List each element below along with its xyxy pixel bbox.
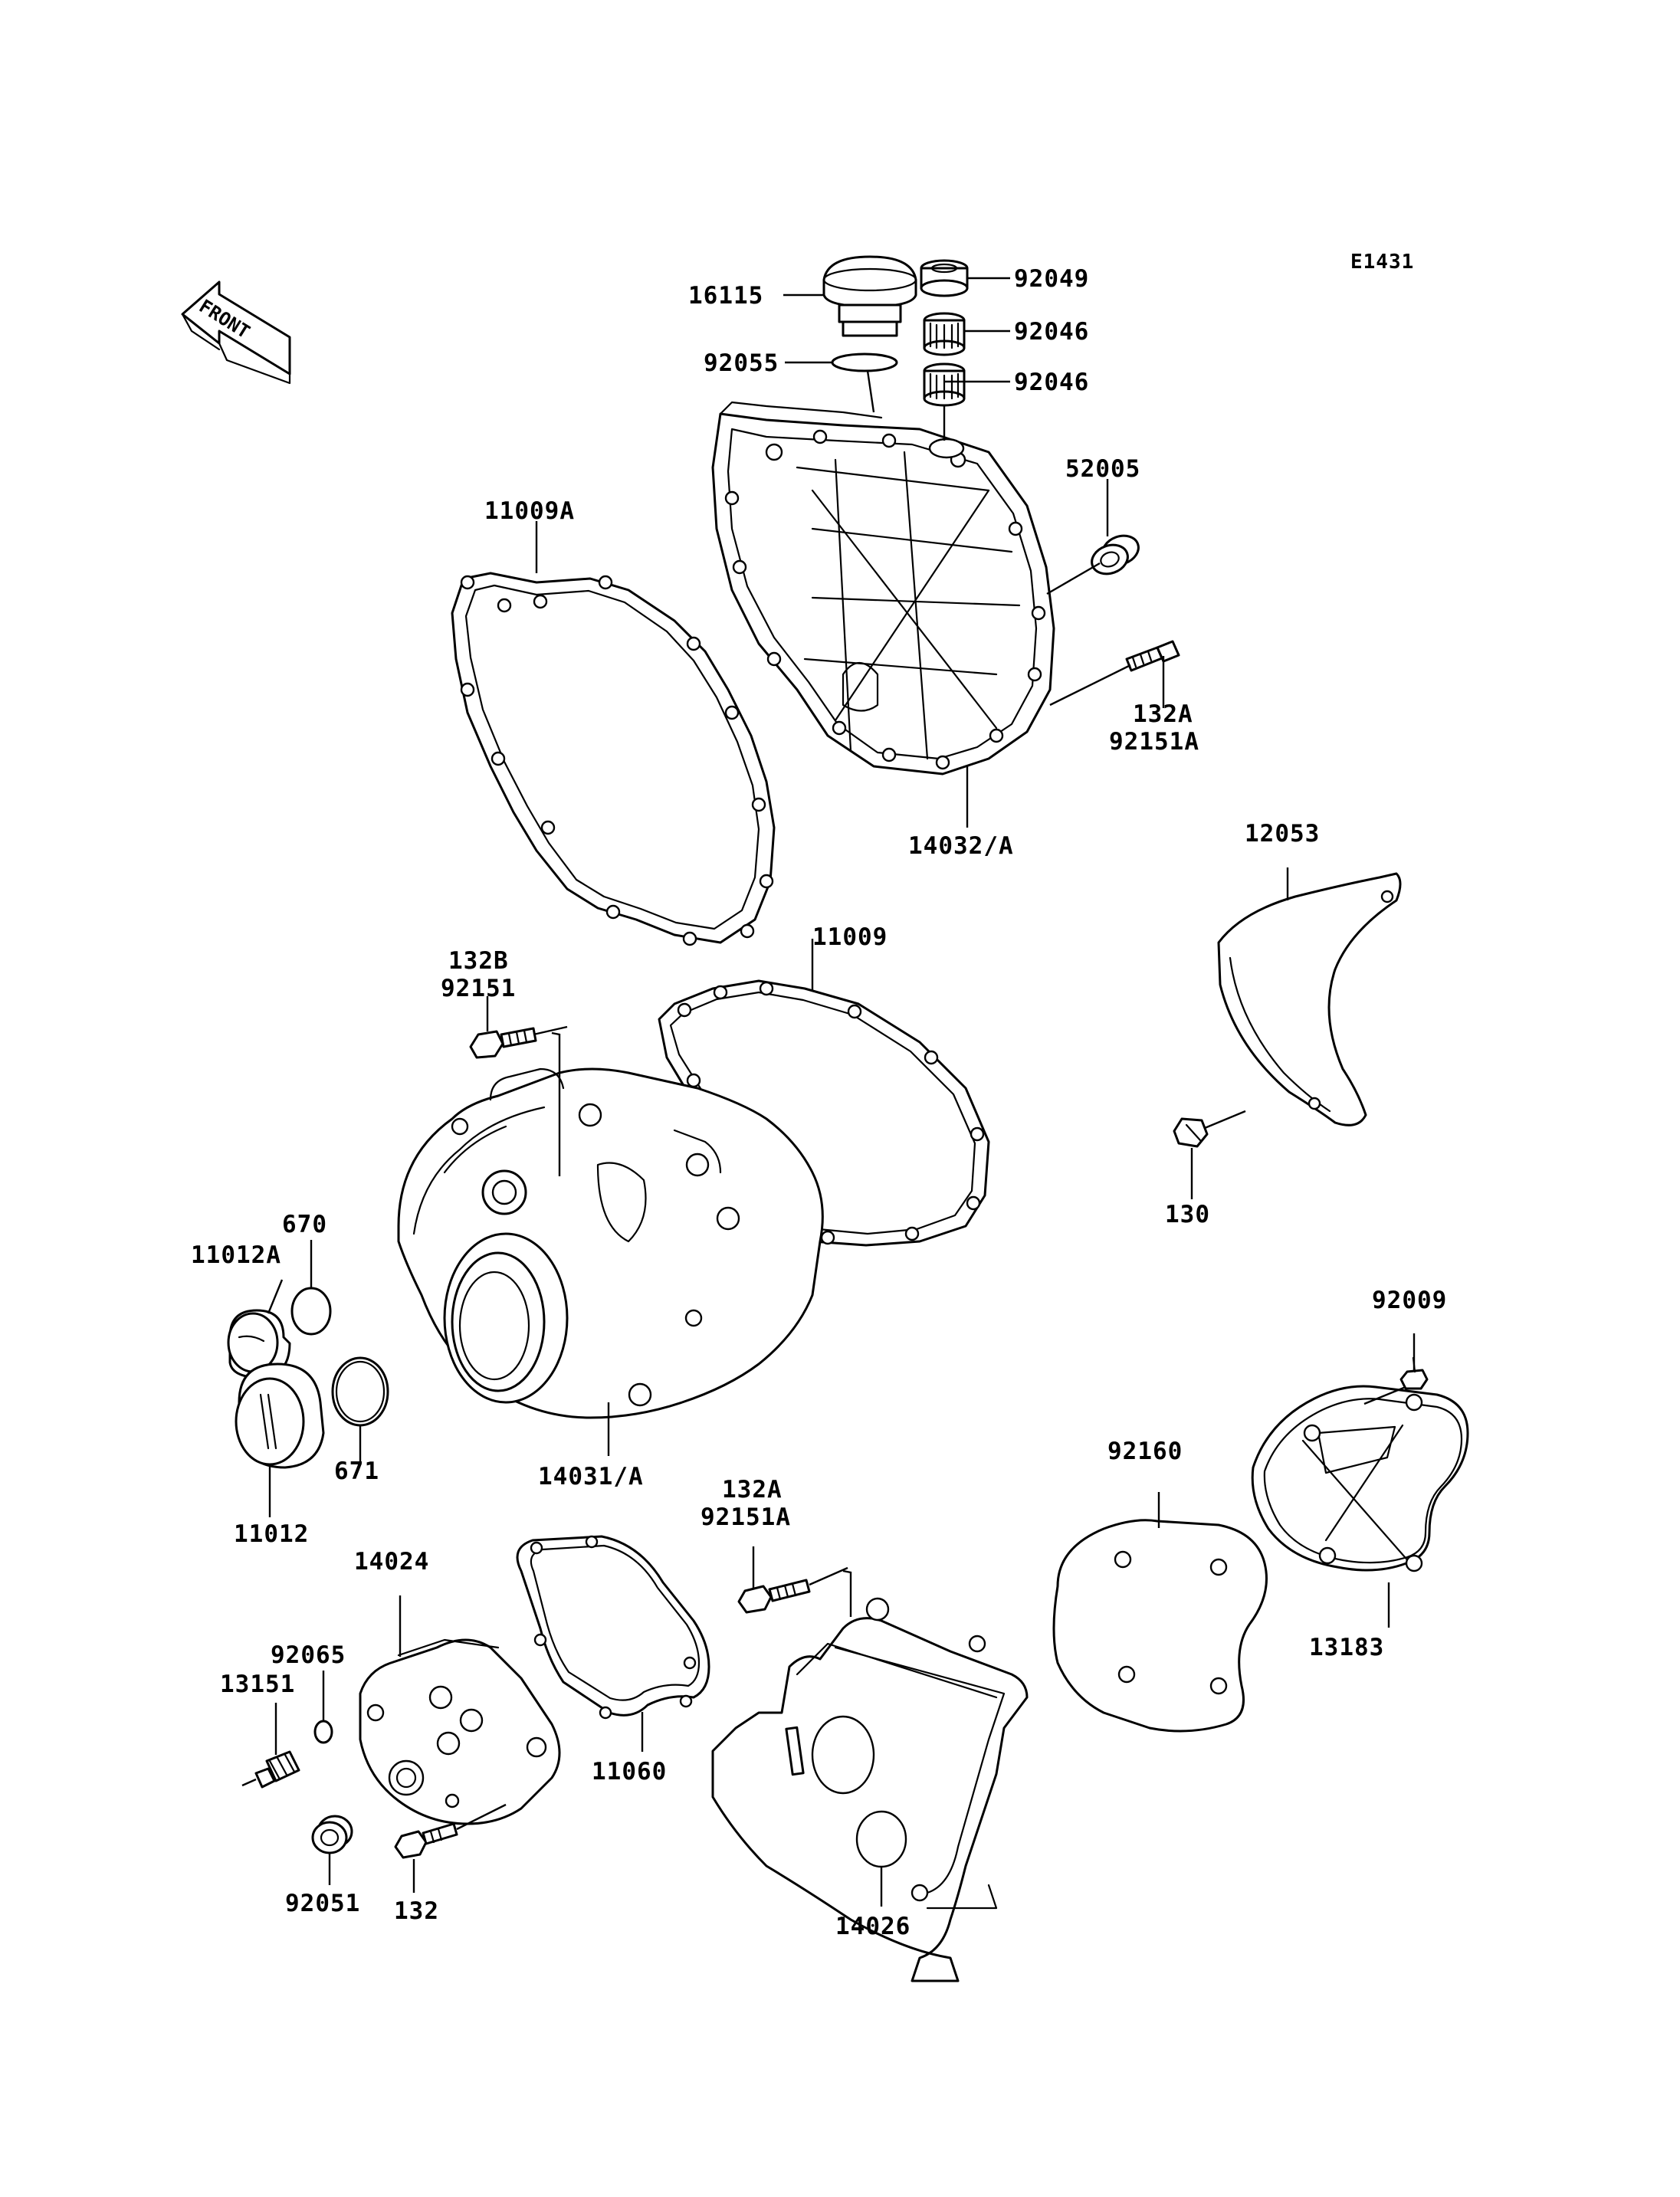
gasket-11060[interactable] bbox=[516, 1535, 710, 1720]
cover-14024[interactable] bbox=[359, 1638, 561, 1825]
label-13183: 13183 bbox=[1309, 1634, 1384, 1661]
plate-13183[interactable] bbox=[1251, 1385, 1469, 1572]
label-92049: 92049 bbox=[1014, 265, 1089, 293]
label-11009: 11009 bbox=[812, 923, 888, 951]
diagram-code: E1431 bbox=[1350, 251, 1414, 274]
part-labels: 16115 92049 92046 92046 92055 52005 1100… bbox=[191, 265, 1447, 1940]
chain-guard-12053[interactable] bbox=[1217, 872, 1402, 1126]
label-92160: 92160 bbox=[1107, 1438, 1183, 1465]
label-132B: 132B bbox=[448, 947, 509, 975]
sprocket-cover[interactable] bbox=[711, 1597, 1029, 1982]
label-92151A-top: 92151A bbox=[1109, 728, 1199, 756]
label-52005: 52005 bbox=[1065, 455, 1140, 483]
front-arrow-icon: FRONT bbox=[181, 280, 291, 385]
label-11060: 11060 bbox=[592, 1758, 667, 1785]
label-671: 671 bbox=[334, 1458, 379, 1485]
oil-filler-cap[interactable] bbox=[822, 255, 917, 337]
oil-seal-92051[interactable] bbox=[311, 1815, 353, 1854]
needle-bearing-92046-b[interactable] bbox=[923, 362, 966, 407]
label-16115: 16115 bbox=[688, 282, 763, 310]
label-92065: 92065 bbox=[271, 1641, 346, 1669]
label-130: 130 bbox=[1165, 1201, 1210, 1228]
label-92046-a: 92046 bbox=[1014, 318, 1089, 346]
bolt-132A-top[interactable] bbox=[1125, 640, 1180, 672]
label-92009: 92009 bbox=[1372, 1287, 1447, 1314]
label-92051: 92051 bbox=[285, 1890, 360, 1917]
label-670: 670 bbox=[282, 1211, 327, 1238]
bolt-132[interactable] bbox=[394, 1822, 458, 1859]
plug-11012A[interactable] bbox=[227, 1309, 291, 1379]
label-14024: 14024 bbox=[354, 1548, 429, 1576]
bolt-132A-mid[interactable] bbox=[737, 1579, 811, 1614]
label-92151: 92151 bbox=[441, 975, 516, 1002]
label-132: 132 bbox=[394, 1897, 439, 1925]
label-14032A: 14032/A bbox=[908, 832, 1014, 860]
label-132A-mid: 132A bbox=[722, 1476, 783, 1503]
label-14031A: 14031/A bbox=[538, 1463, 644, 1490]
generator-cover[interactable] bbox=[397, 1067, 824, 1419]
label-13151: 13151 bbox=[220, 1671, 295, 1698]
label-14026: 14026 bbox=[835, 1913, 911, 1940]
o-ring-92055[interactable] bbox=[831, 353, 898, 372]
plug-11012[interactable] bbox=[235, 1362, 325, 1469]
label-11012: 11012 bbox=[234, 1520, 309, 1548]
leader-lines bbox=[267, 277, 1416, 1907]
needle-bearing-92046-a[interactable] bbox=[923, 312, 966, 356]
label-11009A: 11009A bbox=[484, 497, 575, 525]
oil-seal-52005[interactable] bbox=[1088, 531, 1142, 579]
o-ring-671[interactable] bbox=[331, 1356, 389, 1427]
label-92046-b: 92046 bbox=[1014, 369, 1089, 396]
label-11012A: 11012A bbox=[191, 1241, 281, 1269]
oil-seal-92049[interactable] bbox=[920, 259, 969, 297]
label-12053: 12053 bbox=[1245, 820, 1320, 848]
gasket-11009A[interactable] bbox=[451, 572, 776, 946]
label-92055: 92055 bbox=[704, 349, 779, 377]
bolt-130[interactable] bbox=[1173, 1117, 1209, 1148]
label-92151A-mid: 92151A bbox=[701, 1503, 791, 1531]
washer-92065[interactable] bbox=[313, 1720, 333, 1744]
clutch-cover[interactable] bbox=[711, 401, 1055, 776]
bolt-132B[interactable] bbox=[469, 1027, 537, 1059]
o-ring-670[interactable] bbox=[290, 1287, 332, 1336]
sensor-13151[interactable] bbox=[241, 1750, 300, 1789]
label-132A-top: 132A bbox=[1133, 700, 1193, 728]
o-ring-671-inner bbox=[335, 1360, 386, 1423]
plate-92160[interactable] bbox=[1052, 1519, 1268, 1733]
